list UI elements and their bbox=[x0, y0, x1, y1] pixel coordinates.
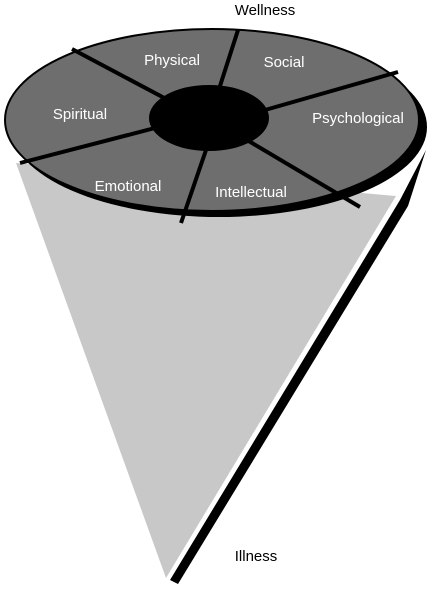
illness-label: Illness bbox=[235, 548, 278, 565]
segment-label-emotional: Emotional bbox=[95, 178, 162, 195]
divider-physical-social bbox=[218, 29, 240, 87]
divider-spiritual-physical bbox=[71, 47, 171, 103]
segment-label-psychological: Psychological bbox=[312, 110, 404, 127]
divider-social-psychological bbox=[264, 70, 399, 112]
divider-emotional-spiritual bbox=[19, 126, 156, 165]
cone-shadow bbox=[170, 150, 426, 584]
segment-label-spiritual: Spiritual bbox=[53, 106, 107, 123]
segment-label-intellectual: Intellectual bbox=[215, 184, 287, 201]
cone-body bbox=[16, 163, 396, 578]
wellness-label: Wellness bbox=[235, 2, 296, 19]
disc-hub bbox=[149, 85, 269, 151]
segment-label-social: Social bbox=[264, 54, 305, 71]
divider-intellectual-emotional bbox=[179, 149, 208, 224]
divider-psychological-intellectual bbox=[245, 138, 362, 209]
segment-label-physical: Physical bbox=[144, 52, 200, 69]
segment-dividers bbox=[19, 29, 399, 224]
